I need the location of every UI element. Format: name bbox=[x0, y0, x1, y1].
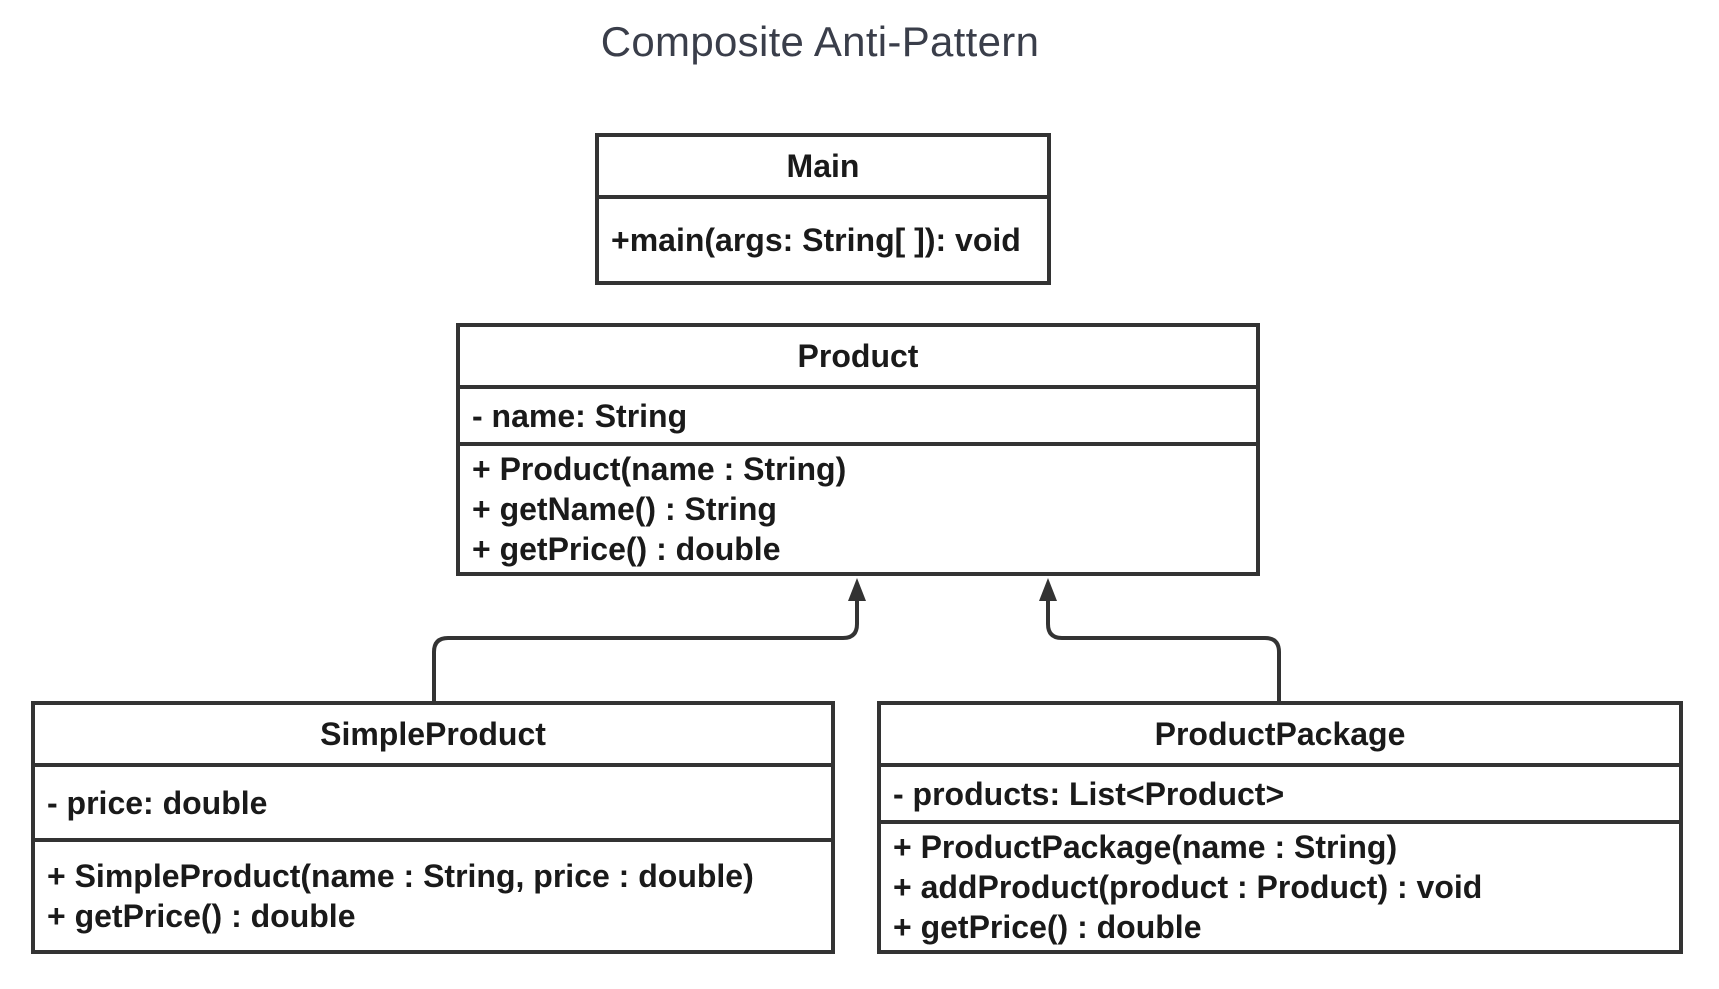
class-simpleproduct-methods: + SimpleProduct(name : String, price : d… bbox=[35, 838, 831, 950]
class-main[interactable]: Main +main(args: String[ ]): void bbox=[595, 133, 1051, 285]
class-product[interactable]: Product - name: String + Product(name : … bbox=[456, 323, 1260, 576]
class-product-methods: + Product(name : String) + getName() : S… bbox=[460, 442, 1256, 572]
class-productpackage-methods: + ProductPackage(name : String) + addPro… bbox=[881, 820, 1679, 950]
productpackage-generalization-arrowhead bbox=[1039, 578, 1057, 601]
class-product-method: + Product(name : String) bbox=[472, 451, 847, 487]
class-main-name: Main bbox=[786, 148, 860, 184]
class-productpackage-name-section: ProductPackage bbox=[881, 705, 1679, 763]
class-productpackage[interactable]: ProductPackage - products: List<Product>… bbox=[877, 701, 1683, 954]
class-product-method: + getPrice() : double bbox=[472, 531, 781, 567]
class-simpleproduct-attribute: - price: double bbox=[47, 784, 268, 821]
class-product-attributes: - name: String bbox=[460, 385, 1256, 442]
class-productpackage-name: ProductPackage bbox=[1154, 716, 1406, 752]
class-product-name-section: Product bbox=[460, 327, 1256, 385]
class-product-attribute: - name: String bbox=[472, 397, 688, 434]
class-product-name: Product bbox=[797, 338, 919, 374]
class-productpackage-attributes: - products: List<Product> bbox=[881, 763, 1679, 820]
class-main-methods: +main(args: String[ ]): void bbox=[599, 195, 1047, 281]
class-productpackage-method: + getPrice() : double bbox=[893, 909, 1202, 945]
class-productpackage-method: + ProductPackage(name : String) bbox=[893, 829, 1398, 865]
class-simpleproduct-attributes: - price: double bbox=[35, 763, 831, 838]
simpleproduct-generalization-line bbox=[432, 596, 859, 703]
class-main-method: +main(args: String[ ]): void bbox=[611, 222, 1021, 258]
class-productpackage-method: + addProduct(product : Product) : void bbox=[893, 869, 1483, 905]
class-main-name-section: Main bbox=[599, 137, 1047, 195]
class-simpleproduct[interactable]: SimpleProduct - price: double + SimplePr… bbox=[31, 701, 835, 954]
class-simpleproduct-name-section: SimpleProduct bbox=[35, 705, 831, 763]
class-product-method: + getName() : String bbox=[472, 491, 777, 527]
class-productpackage-attribute: - products: List<Product> bbox=[893, 775, 1285, 812]
class-simpleproduct-method: + SimpleProduct(name : String, price : d… bbox=[47, 858, 754, 894]
class-simpleproduct-method: + getPrice() : double bbox=[47, 898, 356, 934]
simpleproduct-generalization-arrowhead bbox=[848, 578, 866, 601]
diagram-title: Composite Anti-Pattern bbox=[600, 18, 1040, 65]
productpackage-generalization-line bbox=[1046, 596, 1281, 703]
class-simpleproduct-name: SimpleProduct bbox=[320, 716, 546, 752]
